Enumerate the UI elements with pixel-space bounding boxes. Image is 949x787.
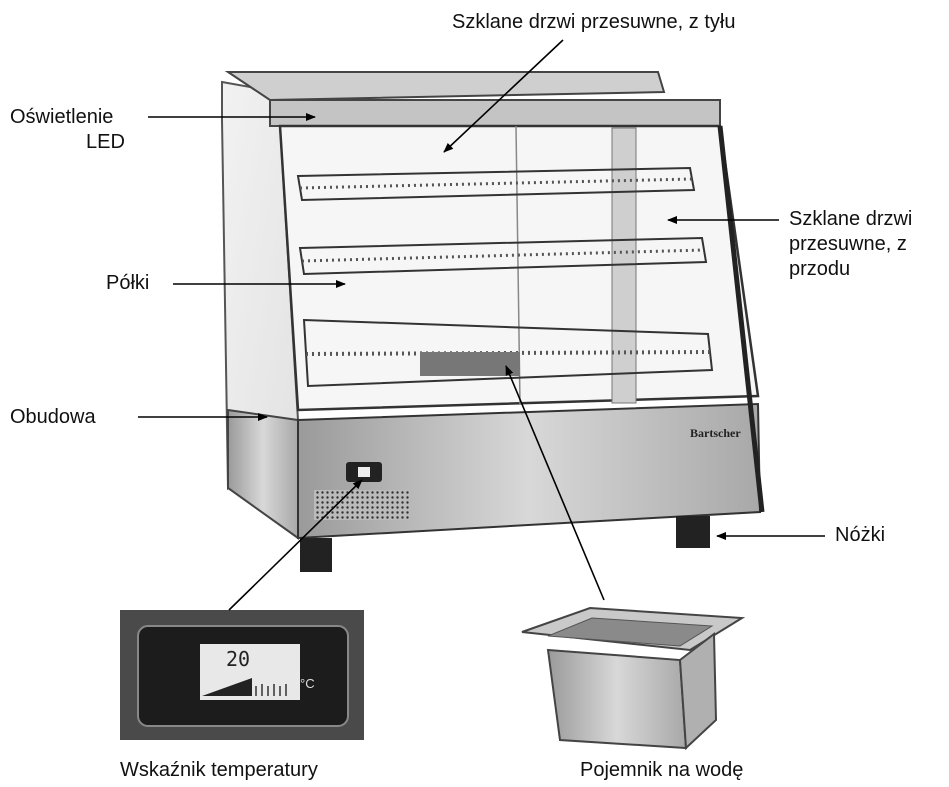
- thermometer-reading: 20: [226, 647, 251, 671]
- brand-logo: Bartscher: [690, 426, 741, 440]
- shelf-top: [296, 166, 696, 202]
- pointer-rear-doors: [443, 39, 564, 153]
- shelf-bottom: [302, 318, 714, 388]
- water-container-photo: [521, 606, 746, 751]
- top-frame: [224, 71, 721, 127]
- label-water-container: Pojemnik na wodę: [580, 759, 744, 781]
- right-frame-post: [717, 125, 765, 513]
- label-thermometer: Wskaźnik temperatury: [120, 759, 318, 781]
- pointer-lines: [138, 39, 825, 611]
- label-led-line2: LED: [86, 131, 125, 153]
- label-front-doors-line2: przesuwne, z: [789, 233, 907, 255]
- pointer-water-container: [505, 365, 605, 601]
- label-led-line1: Oświetlenie: [10, 106, 114, 128]
- thermometer-unit: °C: [300, 676, 315, 691]
- label-front-doors-line3: przodu: [789, 258, 851, 280]
- pointer-thermometer: [228, 479, 363, 611]
- feet: [300, 516, 710, 572]
- base-housing: [227, 402, 762, 540]
- label-shelves: Półki: [106, 272, 150, 294]
- label-rear-doors: Szklane drzwi przesuwne, z tyłu: [452, 11, 736, 33]
- label-housing: Obudowa: [10, 406, 96, 428]
- label-feet: Nóżki: [835, 524, 886, 546]
- shelf-middle: [298, 236, 708, 276]
- label-front-doors-line1: Szklane drzwi: [789, 208, 913, 230]
- thermometer-photo: [120, 610, 364, 740]
